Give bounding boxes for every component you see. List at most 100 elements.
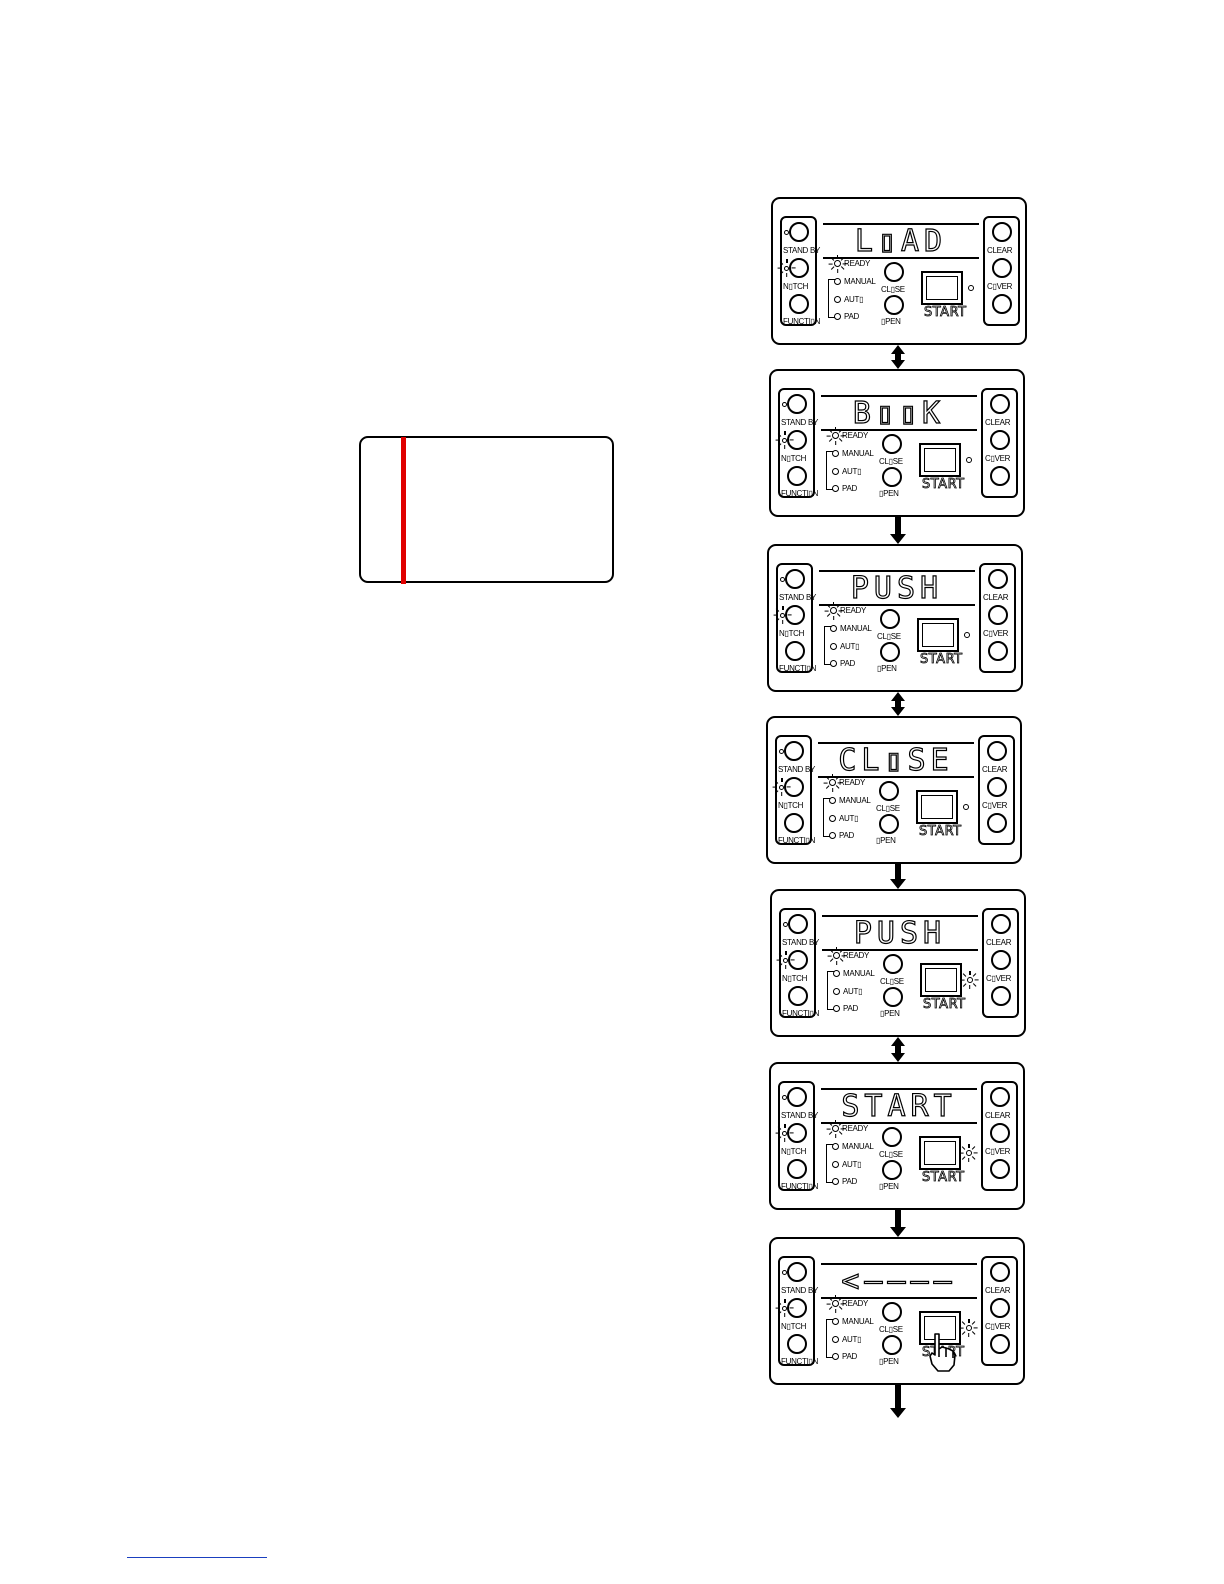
cover-button[interactable] (988, 605, 1008, 625)
notch-button[interactable] (787, 1298, 807, 1318)
ready-led-ray (838, 609, 843, 612)
double-arrow-icon (891, 345, 905, 369)
extra-button[interactable] (987, 813, 1007, 833)
stand-by-button[interactable] (785, 569, 805, 589)
extra-button[interactable] (990, 1334, 1010, 1354)
ready-led-ray (834, 1133, 837, 1138)
clear-button[interactable] (987, 741, 1007, 761)
clear-button[interactable] (990, 1262, 1010, 1282)
function-button[interactable] (787, 466, 807, 486)
ready-led-ray (826, 613, 831, 618)
auto-led (832, 1161, 839, 1168)
cover-button[interactable] (991, 950, 1011, 970)
extra-button[interactable] (988, 641, 1008, 661)
ready-led-ray (829, 958, 834, 963)
ready-led-ray (834, 426, 837, 431)
pad-label: PAD (843, 1004, 858, 1013)
cover-button[interactable] (987, 777, 1007, 797)
cover-button[interactable] (992, 258, 1012, 278)
mode-bracket (826, 1319, 833, 1358)
function-button[interactable] (789, 294, 809, 314)
start-button[interactable] (917, 618, 959, 652)
notch-button[interactable] (789, 258, 809, 278)
stand-by-button[interactable] (789, 222, 809, 242)
start-label: START (919, 824, 962, 839)
open-button[interactable] (884, 295, 904, 315)
notch-button[interactable] (788, 950, 808, 970)
stand-by-button[interactable] (784, 741, 804, 761)
lcd-display: PUSH (822, 915, 978, 951)
close-button[interactable] (883, 954, 903, 974)
notch-led-ray (778, 1301, 782, 1305)
notch-led (783, 958, 788, 963)
clear-button[interactable] (992, 222, 1012, 242)
cover-button[interactable] (990, 430, 1010, 450)
extra-button[interactable] (991, 986, 1011, 1006)
stand-by-button[interactable] (787, 1262, 807, 1282)
open-button[interactable] (880, 642, 900, 662)
clear-button[interactable] (990, 1087, 1010, 1107)
notch-led-ray (781, 792, 783, 796)
open-button[interactable] (882, 1335, 902, 1355)
notch-label: N▯TCH (782, 974, 808, 983)
clear-button[interactable] (988, 569, 1008, 589)
notch-button[interactable] (785, 605, 805, 625)
ready-led-ray (830, 266, 835, 271)
extra-button[interactable] (992, 294, 1012, 314)
start-button[interactable] (919, 1311, 961, 1345)
notch-led-ray (774, 614, 778, 616)
notch-led-ray (778, 1311, 782, 1315)
stand-by-led (782, 1095, 787, 1100)
close-button[interactable] (880, 609, 900, 629)
auto-led (834, 296, 841, 303)
close-button[interactable] (882, 1302, 902, 1322)
clear-button[interactable] (990, 394, 1010, 414)
clear-button[interactable] (991, 914, 1011, 934)
close-button[interactable] (882, 434, 902, 454)
extra-button[interactable] (990, 466, 1010, 486)
open-button[interactable] (882, 467, 902, 487)
open-button[interactable] (882, 1160, 902, 1180)
open-button[interactable] (883, 987, 903, 1007)
close-button[interactable] (884, 262, 904, 282)
notch-led-ray (781, 778, 783, 782)
notch-led-ray (773, 786, 777, 788)
stand-by-button[interactable] (787, 394, 807, 414)
cover-button[interactable] (990, 1298, 1010, 1318)
notch-button[interactable] (787, 1123, 807, 1143)
open-button[interactable] (879, 814, 899, 834)
start-button[interactable] (920, 963, 962, 997)
notch-button[interactable] (784, 777, 804, 797)
notch-led-ray (784, 445, 786, 449)
start-label: START (923, 997, 966, 1012)
function-button[interactable] (785, 641, 805, 661)
pad-label: PAD (840, 659, 855, 668)
cover-button[interactable] (990, 1123, 1010, 1143)
function-label: FUNCTI▯N (781, 489, 819, 498)
ready-led (829, 779, 836, 786)
notch-led-ray (777, 959, 781, 961)
start-button[interactable] (916, 790, 958, 824)
start-button[interactable] (919, 1136, 961, 1170)
notch-button[interactable] (787, 430, 807, 450)
function-button[interactable] (784, 813, 804, 833)
stand-by-button[interactable] (788, 914, 808, 934)
close-button[interactable] (882, 1127, 902, 1147)
start-led-ray (962, 1156, 966, 1160)
start-button[interactable] (921, 271, 963, 305)
lcd-display: PUSH (819, 570, 975, 606)
function-button[interactable] (788, 986, 808, 1006)
extra-button[interactable] (990, 1159, 1010, 1179)
function-button[interactable] (787, 1159, 807, 1179)
manual-label: MANUAL (842, 1317, 874, 1326)
start-button[interactable] (919, 443, 961, 477)
stand-by-button[interactable] (787, 1087, 807, 1107)
stand-by-label: STAND BY (781, 1286, 819, 1295)
notch-label: N▯TCH (778, 801, 804, 810)
mode-bracket (826, 451, 833, 490)
close-button[interactable] (879, 781, 899, 801)
function-button[interactable] (787, 1334, 807, 1354)
